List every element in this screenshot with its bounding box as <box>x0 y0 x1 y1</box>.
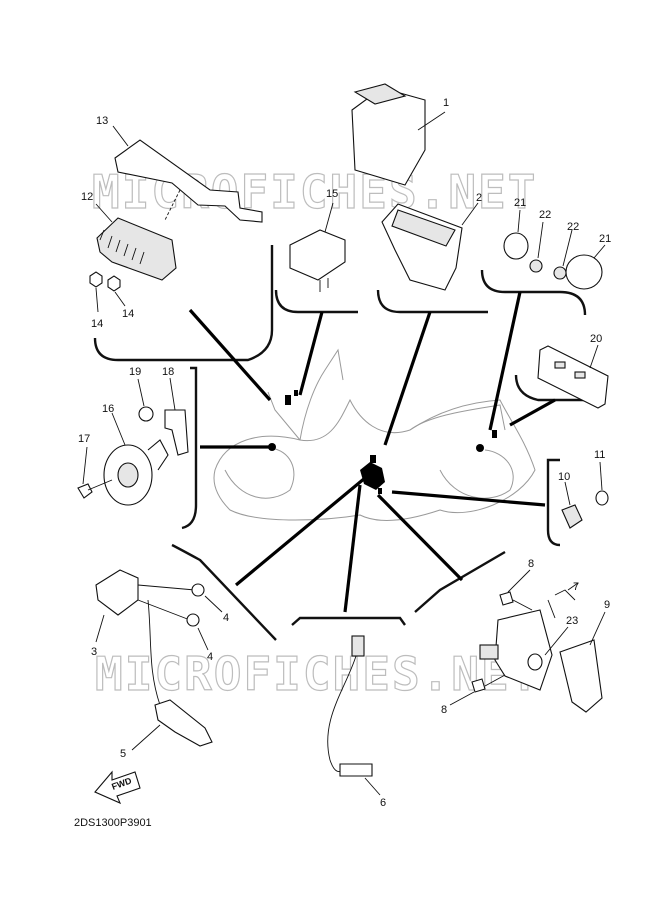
watermark-bottom: MICROFICHES.NET <box>95 647 540 701</box>
callout-5: 5 <box>120 748 126 760</box>
callout-21b: 21 <box>599 233 611 245</box>
diagram-code: 2DS1300P3901 <box>74 817 152 829</box>
callout-8b: 8 <box>441 704 447 716</box>
motorcycle-outline <box>213 348 536 521</box>
gasket-part-9 <box>559 611 606 713</box>
sensor-part-10 <box>561 481 583 529</box>
callout-3: 3 <box>91 646 97 658</box>
plug-cap-part <box>131 599 213 751</box>
callout-18: 18 <box>162 366 174 378</box>
connector-markers <box>268 390 497 494</box>
callout-10: 10 <box>558 471 570 483</box>
callout-13: 13 <box>96 115 108 127</box>
callout-22b: 22 <box>567 221 579 233</box>
callout-16: 16 <box>102 403 114 415</box>
callout-9: 9 <box>604 599 610 611</box>
callout-19: 19 <box>129 366 141 378</box>
callout-12: 12 <box>81 191 93 203</box>
callout-15: 15 <box>326 188 338 200</box>
callout-2: 2 <box>476 192 482 204</box>
callout-8a: 8 <box>528 558 534 570</box>
rectifier-part <box>95 203 177 281</box>
callout-4a: 4 <box>223 612 229 624</box>
callout-14a: 14 <box>91 318 103 330</box>
callout-22a: 22 <box>539 209 551 221</box>
ecu-part <box>351 83 446 186</box>
callout-1: 1 <box>443 97 449 109</box>
callout-4b: 4 <box>207 651 213 663</box>
cover-part <box>112 125 263 223</box>
callout-23: 23 <box>566 615 578 627</box>
callout-7: 7 <box>573 581 579 593</box>
o2-sensor-part <box>327 635 381 796</box>
callout-6: 6 <box>380 797 386 809</box>
section-brackets <box>93 245 600 641</box>
ecu-case-part <box>381 202 479 291</box>
heavy-leaders <box>188 291 556 613</box>
bolt-parts-8 <box>449 569 533 706</box>
horn-bracket-part <box>164 377 189 456</box>
oring-part-23 <box>527 626 569 671</box>
valve-part-7 <box>479 582 579 691</box>
callout-14b: 14 <box>122 308 134 320</box>
grommet-parts <box>503 209 606 290</box>
bolt-part-17 <box>77 446 113 499</box>
bolt-part-19 <box>137 378 154 422</box>
callout-17: 17 <box>78 433 90 445</box>
relay-part <box>289 202 346 292</box>
callout-11: 11 <box>594 449 605 461</box>
callout-20: 20 <box>590 333 602 345</box>
plate-part <box>537 344 609 409</box>
forward-arrow: FWD <box>94 770 141 805</box>
washer-part-11 <box>595 461 609 506</box>
horn-part <box>103 412 169 506</box>
nut-parts-14 <box>89 271 126 313</box>
ignition-coil-part <box>95 569 223 651</box>
callout-21a: 21 <box>514 197 526 209</box>
